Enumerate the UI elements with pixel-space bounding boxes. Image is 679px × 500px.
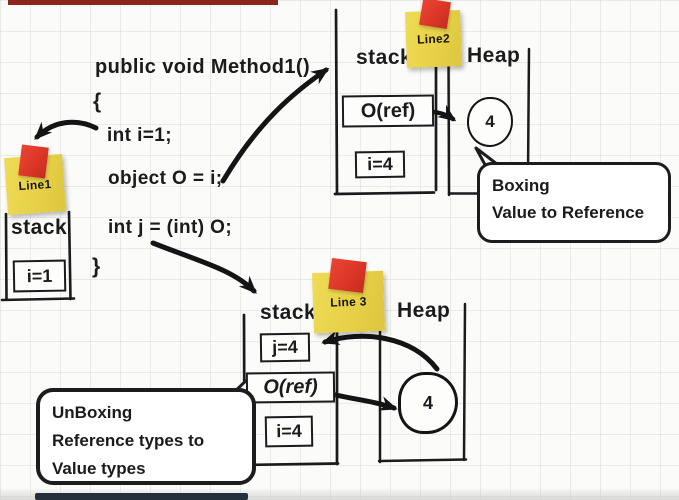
sticky-note-line1-label: Line1 <box>18 176 52 193</box>
bottom-stack-label: stack <box>260 301 317 324</box>
unboxing-callout-bubble: UnBoxing Reference types to Value types <box>36 388 256 485</box>
top-stack-slot-i: i=4 <box>354 150 406 179</box>
code-stmt-int-j: int j = (int) O; <box>108 217 233 238</box>
sticky-note-line1-tape <box>18 144 49 179</box>
code-method-signature: public void Method1() <box>95 56 311 78</box>
bottom-edge-navy-bar <box>35 493 248 500</box>
arrow-bottom-heap-to-j4 <box>321 330 440 372</box>
sticky-note-line3-tape <box>328 257 367 294</box>
sticky-note-line3-label: Line 3 <box>330 294 367 310</box>
bottom-heap-object-circle: 4 <box>398 372 458 434</box>
unboxing-callout-line1: UnBoxing <box>52 403 133 422</box>
code-close-brace: } <box>92 255 101 278</box>
bottom-stack-slot-i: i=4 <box>264 415 314 448</box>
top-heap-container <box>447 47 531 197</box>
boxing-callout-bubble: Boxing Value to Reference <box>477 162 671 243</box>
bottom-heap-label: Heap <box>397 299 451 322</box>
left-stack-label: stack <box>11 216 68 239</box>
left-stack-slot-i: i=1 <box>12 259 67 293</box>
arrow-int-j-to-bottom-stack <box>150 240 257 294</box>
sticky-note-line2-label: Line2 <box>416 31 451 47</box>
code-open-brace: { <box>93 90 102 113</box>
bottom-stack-slot-j: j=4 <box>259 332 311 363</box>
left-stack-container <box>0 210 76 302</box>
code-stmt-object-o: object O = i; <box>108 168 223 189</box>
arrow-object-o-to-top-stack <box>220 67 330 184</box>
sticky-note-line2-tape <box>419 0 451 30</box>
boxing-callout-line1: Boxing <box>492 176 550 195</box>
boxing-callout-line2: Value to Reference <box>492 203 645 222</box>
top-heap-label: Heap <box>467 44 521 67</box>
bottom-stack-slot-oref: O(ref) <box>245 371 336 404</box>
top-stack-label: stack <box>356 46 413 69</box>
arrow-int-i-to-line1-note <box>34 119 99 140</box>
unboxing-callout-line2: Reference types to <box>52 431 205 450</box>
unboxing-callout-line3: Value types <box>52 459 146 478</box>
top-heap-object-circle: 4 <box>467 97 513 147</box>
code-stmt-int-i: int i=1; <box>107 125 172 146</box>
top-stack-container <box>333 8 438 196</box>
top-edge-maroon-bar <box>8 0 278 5</box>
top-stack-slot-oref: O(ref) <box>341 94 435 128</box>
bottom-edge-gray-band <box>0 489 679 500</box>
